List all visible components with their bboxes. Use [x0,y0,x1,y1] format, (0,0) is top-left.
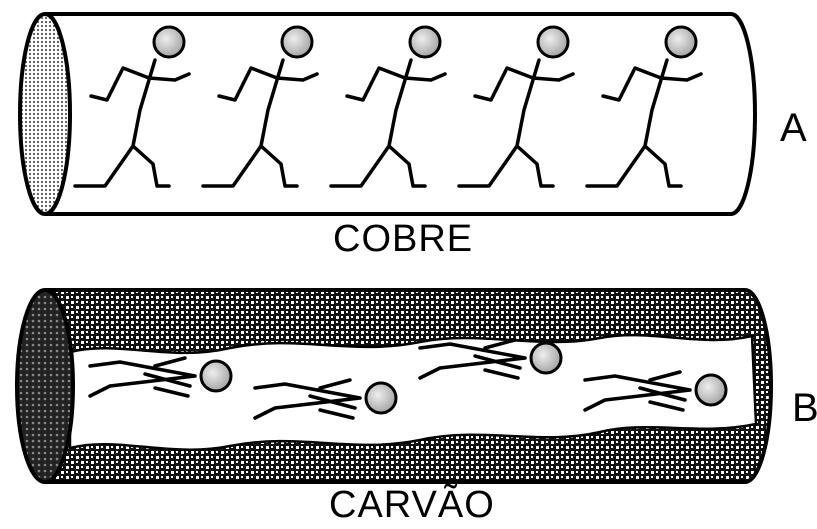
tube-a-end-cap [20,14,70,214]
caption-carvao: CARVÃO [329,486,495,524]
head-icon [531,343,561,373]
head-icon [201,361,231,391]
caption-cobre: COBRE [333,220,473,258]
head-icon [366,383,396,413]
head-icon [666,27,696,57]
head-icon [154,27,184,57]
label-b: B [792,388,817,428]
label-a: A [780,108,807,148]
tube-a-body [45,14,755,214]
head-icon [410,27,440,57]
head-icon [282,27,312,57]
tube-b-end-cap [17,290,73,482]
tube-a [20,14,755,214]
head-icon [538,27,568,57]
head-icon [696,375,726,405]
tube-b [17,290,771,482]
